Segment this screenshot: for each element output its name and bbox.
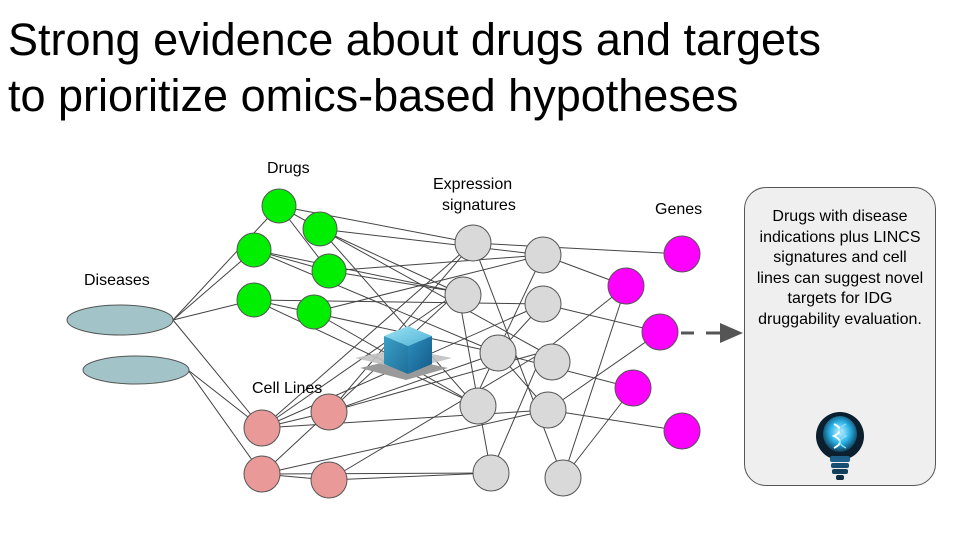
cell-line-node: [243, 409, 281, 447]
gene-node: [641, 313, 679, 351]
lightbulb-icon: [816, 412, 864, 480]
expression-node: [529, 391, 567, 429]
slide-title: Strong evidence about drugs and targets …: [8, 12, 948, 124]
info-box: Drugs with disease indications plus LINC…: [744, 187, 936, 486]
drug-node: [236, 232, 272, 268]
drug-node: [296, 294, 332, 330]
expression-label: Expression: [433, 176, 512, 193]
cell-lines-label: Cell Lines: [252, 380, 322, 397]
info-box-text: Drugs with disease indications plus LINC…: [756, 208, 924, 328]
drug-node: [236, 282, 272, 318]
data-cube-icon: [355, 326, 452, 380]
gene-node: [663, 412, 701, 450]
gene-node: [607, 267, 645, 305]
expression-node: [533, 343, 571, 381]
expression-node: [524, 236, 562, 274]
expression-node: [479, 334, 517, 372]
gene-node: [663, 235, 701, 273]
genes-label: Genes: [655, 201, 702, 218]
drugs-label: Drugs: [267, 160, 310, 177]
cell-line-node: [243, 455, 281, 493]
cell-line-node: [310, 393, 348, 431]
expression-node: [544, 459, 582, 497]
drug-nodes: [236, 188, 347, 330]
expression-node: [444, 276, 482, 314]
disease-node: [82, 355, 190, 385]
gene-nodes: [607, 235, 701, 450]
cell-line-nodes: [243, 393, 348, 499]
drug-node: [261, 188, 297, 224]
expression-node: [472, 454, 510, 492]
expression-node: [454, 224, 492, 262]
title-line-1: Strong evidence about drugs and targets: [8, 14, 822, 65]
expression-node: [459, 387, 497, 425]
disease-node: [66, 304, 174, 336]
signatures-label: signatures: [442, 197, 516, 214]
dashed-arrow-icon: [681, 323, 743, 343]
gene-node: [614, 369, 652, 407]
drug-node: [302, 211, 338, 247]
disease-nodes: [66, 304, 190, 385]
title-line-2: to prioritize omics-based hypotheses: [8, 70, 739, 121]
cell-line-node: [310, 461, 348, 499]
expression-nodes: [444, 224, 582, 497]
diseases-label: Diseases: [84, 272, 150, 289]
expression-node: [524, 285, 562, 323]
drug-node: [311, 253, 347, 289]
